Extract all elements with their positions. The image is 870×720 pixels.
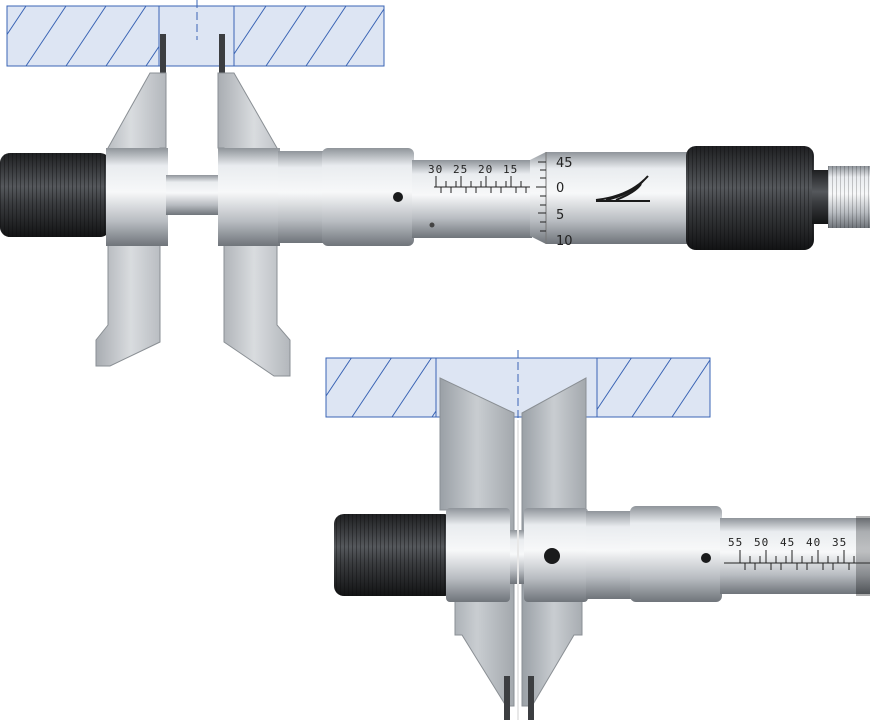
bottom-sleeve-label: 35 [832, 536, 847, 549]
top-sleeve-label: 15 [503, 163, 518, 176]
bottom-sleeve-label: 40 [806, 536, 821, 549]
bottom-workpiece-section [325, 350, 711, 436]
top-workpiece-section [6, 0, 385, 67]
top-thimble-label: 0 [556, 181, 564, 196]
top-thimble-label: 5 [556, 208, 564, 223]
brand-logo [595, 175, 650, 202]
top-sleeve-label: 20 [478, 163, 493, 176]
bottom-micrometer: 55 50 45 40 35 [334, 377, 870, 720]
bottom-sleeve [720, 518, 870, 594]
bottom-sleeve-label: 50 [754, 536, 769, 549]
top-micrometer: 30 25 20 15 45 0 5 10 [0, 34, 870, 377]
top-sleeve-graduation [435, 176, 532, 193]
bottom-sleeve-graduation [739, 550, 855, 570]
bottom-sleeve-label: 45 [780, 536, 795, 549]
top-thimble-label: 10 [556, 234, 573, 249]
top-thimble-label: 45 [556, 156, 573, 171]
bottom-sleeve-label: 55 [728, 536, 743, 549]
top-sleeve-label: 25 [453, 163, 468, 176]
top-sleeve-label: 30 [428, 163, 443, 176]
